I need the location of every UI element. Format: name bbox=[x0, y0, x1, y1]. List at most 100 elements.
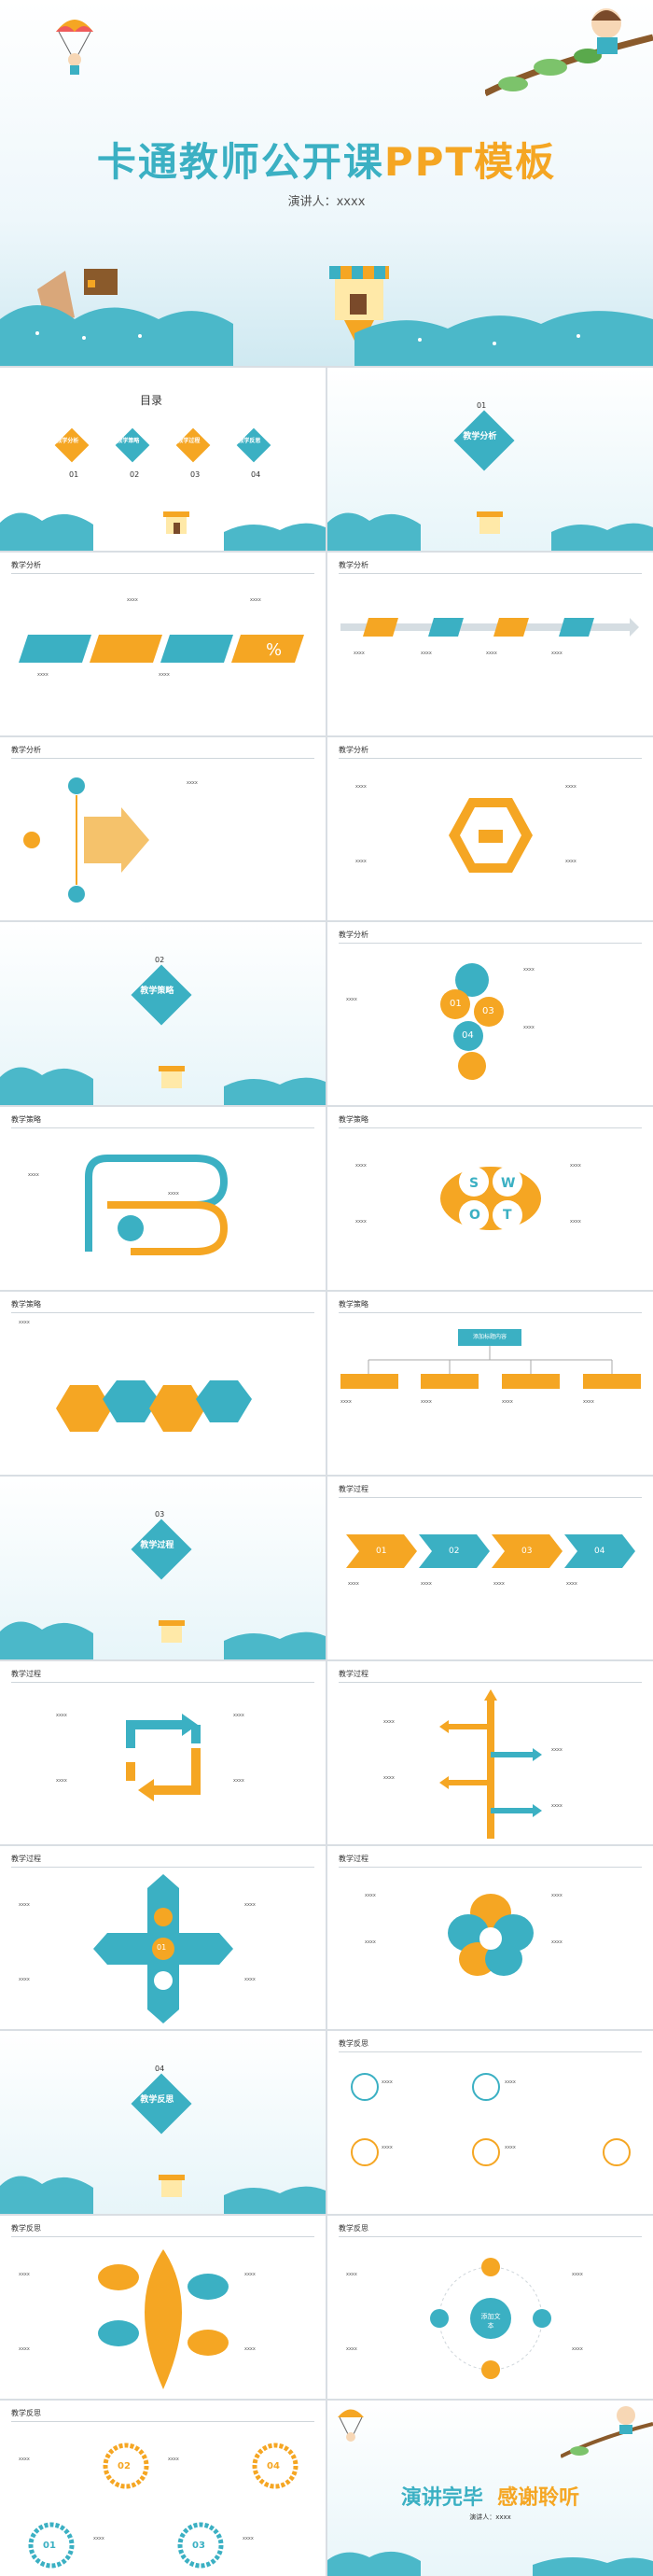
tree-node-1 bbox=[340, 1374, 398, 1389]
reflection-slide-3: 教学反思 添加文本 xxxx xxxx xxxx xxxx bbox=[327, 2216, 653, 2399]
loop-caption-2: xxxx bbox=[168, 1191, 179, 1197]
section-badge: 教学分析 bbox=[453, 410, 515, 471]
svg-text:%: % bbox=[266, 640, 282, 660]
section-ground-illustration bbox=[0, 1620, 326, 1659]
toc-item-2[interactable]: 教学策略 bbox=[115, 427, 150, 463]
swot-w: W bbox=[501, 1176, 516, 1191]
toc-item-4[interactable]: 教学反思 bbox=[236, 427, 271, 463]
swot-s: S bbox=[469, 1176, 479, 1191]
process-slide-2: 教学过程 xxxx xxxx xxxx xxxx bbox=[0, 1661, 326, 1844]
ring-diagram bbox=[430, 2258, 551, 2379]
path-loop-diagram bbox=[85, 1155, 229, 1255]
hex-caption-1: xxxx bbox=[355, 784, 367, 790]
bullet-list: xxxx bbox=[187, 780, 198, 786]
gear-caption-3: xxxx bbox=[93, 2536, 104, 2541]
section-num: 03 bbox=[155, 1510, 165, 1519]
section-ground-illustration bbox=[0, 2175, 326, 2214]
slide-header: 教学策略 bbox=[339, 1300, 368, 1309]
strategy-slide-2: 教学策略 xxxx xxxx bbox=[0, 1107, 326, 1290]
section-badge: 教学过程 bbox=[131, 1519, 192, 1580]
analysis-slide-2: 教学分析 xxxx xxxx xxxx xxxx bbox=[327, 553, 653, 735]
chevron-row bbox=[346, 1534, 635, 1568]
toc-item-3[interactable]: 教学过程 bbox=[175, 427, 211, 463]
gear-num-2: 02 bbox=[118, 2461, 131, 2471]
cover-slide: 卡通教师公开课PPT模板 演讲人：xxxx bbox=[0, 0, 653, 366]
process-slide-1: 教学过程 01 02 03 04 xxxx xxxx xxxx xxxx bbox=[327, 1477, 653, 1659]
swot-caption-4: xxxx bbox=[570, 1219, 581, 1225]
strategy-slide-4: 教学策略 添加标题内容 xxxx xxxx xxxx xxxx bbox=[327, 1292, 653, 1475]
sign-caption-3: xxxx bbox=[383, 1775, 395, 1781]
section-badge: 教学反思 bbox=[131, 2073, 192, 2135]
gear-circles bbox=[28, 2443, 299, 2569]
ring-caption-2: xxxx bbox=[572, 2272, 583, 2277]
cross-num: 01 bbox=[157, 1943, 167, 1952]
slide-header: 教学策略 bbox=[339, 1115, 368, 1124]
toc-num-4: 04 bbox=[251, 470, 261, 479]
slide-header: 教学过程 bbox=[339, 1670, 368, 1678]
section-slide-4: 04 教学反思 bbox=[0, 2031, 326, 2214]
gear-caption-1: xxxx bbox=[19, 2457, 30, 2462]
slide-header: 教学过程 bbox=[11, 1670, 41, 1678]
slide-header: 教学过程 bbox=[339, 1855, 368, 1863]
icon-caption-3: xxxx bbox=[382, 2145, 393, 2150]
slide-header: 教学过程 bbox=[11, 1855, 41, 1863]
slide-header: 教学策略 bbox=[11, 1300, 41, 1309]
cycle-caption-4: xxxx bbox=[233, 1778, 244, 1784]
kid-on-branch-illustration bbox=[485, 8, 653, 97]
drop-caption-4: xxxx bbox=[244, 2346, 256, 2352]
cover-presenter: 演讲人：xxxx bbox=[287, 195, 366, 209]
sign-caption-4: xxxx bbox=[551, 1803, 563, 1809]
toc-item-1[interactable]: 教学分析 bbox=[54, 427, 90, 463]
arrow-fork-diagram bbox=[23, 777, 149, 903]
hex-caption-3: xxxx bbox=[355, 859, 367, 864]
cycle-arrows bbox=[126, 1714, 201, 1801]
chevron-num-1: 01 bbox=[376, 1547, 387, 1556]
petal-num-4: 04 bbox=[462, 1030, 474, 1041]
ending-title: 演讲完毕 感谢聆听 bbox=[400, 2486, 580, 2510]
hex-caption-2: xxxx bbox=[565, 784, 577, 790]
parachute-kid-illustration bbox=[338, 2409, 364, 2442]
cross-caption-3: xxxx bbox=[19, 1977, 30, 1982]
ending-ground-illustration bbox=[327, 2552, 653, 2576]
caption-1: xxxx bbox=[127, 597, 138, 603]
swot-slide: 教学策略 S W O T xxxx xxxx xxxx xxxx bbox=[327, 1107, 653, 1290]
cover-title: 卡通教师公开课PPT模板 bbox=[96, 139, 557, 185]
toc-num-3: 03 bbox=[190, 470, 201, 479]
strategy-slide-3: 教学策略 xxxx bbox=[0, 1292, 326, 1475]
reflection-slide-4: 教学反思 02 04 01 03 xxxx xxxx xxxx xxxx bbox=[0, 2401, 326, 2576]
cycle-caption-3: xxxx bbox=[56, 1778, 67, 1784]
reflection-slide-1: 教学反思 xxxx xxxx xxxx xxxx bbox=[327, 2031, 653, 2214]
tree-node-3 bbox=[502, 1374, 560, 1389]
swot-o: O bbox=[469, 1208, 480, 1223]
ending-slide: 演讲完毕 感谢聆听 演讲人：xxxx bbox=[327, 2401, 653, 2576]
section-num: 01 bbox=[477, 401, 487, 410]
sign-caption-2: xxxx bbox=[551, 1747, 563, 1753]
numbered-petals bbox=[440, 963, 504, 1080]
swot-diagram bbox=[440, 1167, 541, 1230]
section-slide-3: 03 教学过程 bbox=[0, 1477, 326, 1659]
cross-caption-1: xxxx bbox=[19, 1902, 30, 1908]
flower-diagram bbox=[448, 1894, 534, 1976]
tree-connectors bbox=[368, 1346, 613, 1374]
swot-caption-3: xxxx bbox=[355, 1219, 367, 1225]
flower-caption-3: xxxx bbox=[365, 1939, 376, 1945]
section-badge: 教学策略 bbox=[131, 964, 192, 1026]
petal-caption-2: xxxx bbox=[523, 967, 535, 973]
ring-center-label: 添加文本 bbox=[480, 2313, 501, 2330]
toc-ground-illustration bbox=[0, 511, 326, 551]
drop-caption-2: xxxx bbox=[244, 2272, 256, 2277]
chevron-num-3: 03 bbox=[521, 1547, 533, 1556]
sign-caption-1: xxxx bbox=[383, 1719, 395, 1725]
gear-caption-2: xxxx bbox=[168, 2457, 179, 2462]
chevron-caption-3: xxxx bbox=[493, 1581, 505, 1587]
caption-4: xxxx bbox=[159, 672, 170, 678]
chevron-num-4: 04 bbox=[594, 1547, 605, 1556]
analysis-slide-3: 教学分析 xxxx bbox=[0, 737, 326, 920]
slide-header: 教学分析 bbox=[11, 746, 41, 754]
gear-num-4: 04 bbox=[267, 2461, 280, 2471]
chevron-caption-1: xxxx bbox=[348, 1581, 359, 1587]
tree-root: 添加标题内容 bbox=[458, 1329, 521, 1346]
swot-caption-1: xxxx bbox=[355, 1163, 367, 1169]
arrow-timeline bbox=[340, 618, 639, 637]
timeline-caption-2: xxxx bbox=[421, 651, 432, 656]
